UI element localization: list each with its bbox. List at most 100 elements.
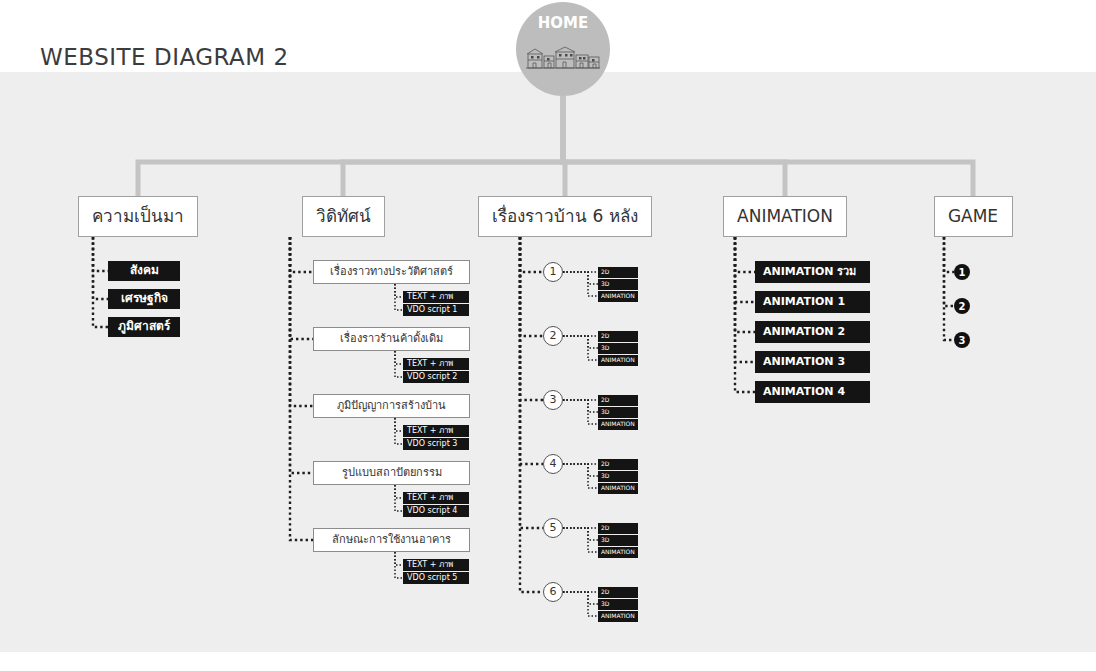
dotted-link — [735, 237, 755, 362]
node-label: รูปแบบสถาปัตยกรรม — [342, 467, 442, 479]
node-label: เรื่องราวทางประวัติศาสตร์ — [330, 266, 453, 278]
view-tag: ANIMATION — [598, 547, 638, 558]
dotted-link — [520, 237, 543, 272]
view-tag: 3D — [598, 407, 638, 418]
node-label: 2D — [601, 269, 609, 276]
dotted-link — [290, 237, 313, 406]
view-tag: 3D — [598, 343, 638, 354]
section-box: เรื่องราวบ้าน 6 หลัง — [478, 196, 652, 237]
section-box: ANIMATION — [723, 196, 847, 237]
view-tag: 2D — [598, 267, 638, 278]
node-label: ANIMATION — [601, 293, 635, 300]
dotted-link — [395, 284, 403, 297]
node-label: VDO script 1 — [407, 306, 457, 315]
view-tag: 2D — [598, 459, 638, 470]
node-label: ANIMATION — [601, 485, 635, 492]
view-tag: 3D — [598, 279, 638, 290]
tree-branch — [563, 96, 973, 196]
section-box: GAME — [934, 196, 1013, 237]
view-tag: ANIMATION — [598, 291, 638, 302]
node-label: วิดิทัศน์ — [316, 207, 371, 226]
view-tag: ANIMATION — [598, 483, 638, 494]
node-label: 2 — [959, 301, 966, 312]
dotted-link — [395, 552, 403, 565]
dotted-link — [735, 237, 755, 332]
node-label: ความเป็นมา — [92, 207, 184, 226]
dotted-link — [93, 237, 108, 271]
dotted-link — [563, 400, 598, 424]
media-tag: VDO script 4 — [403, 505, 469, 517]
view-tag: 2D — [598, 395, 638, 406]
dotted-link — [520, 237, 543, 464]
node-label: สังคม — [130, 264, 159, 277]
dotted-link — [395, 284, 403, 310]
media-tag: TEXT + ภาพ — [403, 559, 469, 571]
node-label: 4 — [550, 458, 557, 470]
dotted-link — [563, 336, 598, 360]
dotted-link — [735, 237, 755, 302]
tree-branch — [343, 96, 563, 196]
node-label: 5 — [550, 522, 557, 534]
dotted-link — [735, 237, 755, 272]
animation-box: ANIMATION 4 — [755, 381, 870, 403]
dotted-link — [944, 237, 954, 306]
dotted-link — [395, 485, 403, 498]
home-circle: HOME — [516, 2, 610, 96]
dotted-link — [563, 592, 598, 604]
home-circle-shape — [516, 2, 610, 96]
node-label: VDO script 3 — [407, 440, 457, 449]
dotted-link — [395, 418, 403, 444]
media-tag: VDO script 3 — [403, 438, 469, 450]
node-label: 3 — [959, 335, 966, 346]
dotted-link — [290, 237, 313, 339]
node-label: 2D — [601, 589, 609, 596]
video-topic-box: รูปแบบสถาปัตยกรรม — [313, 461, 470, 485]
node-label: 2D — [601, 461, 609, 468]
node-label: 3D — [601, 281, 609, 288]
node-label: TEXT + ภาพ — [407, 427, 453, 436]
node-label: ANIMATION — [601, 613, 635, 620]
dotted-link — [290, 237, 313, 473]
house-number-circle: 3 — [543, 390, 563, 410]
media-tag: VDO script 1 — [403, 304, 469, 316]
dotted-link — [520, 237, 543, 592]
view-tag: 3D — [598, 599, 638, 610]
grey-panel — [0, 72, 1096, 652]
building-sketch — [526, 47, 600, 68]
dotted-link — [93, 237, 108, 327]
dotted-link — [395, 552, 403, 578]
node-label: HOME — [538, 15, 588, 32]
view-tag: ANIMATION — [598, 419, 638, 430]
dotted-link — [395, 485, 403, 511]
media-tag: TEXT + ภาพ — [403, 358, 469, 370]
dotted-link — [563, 272, 598, 296]
game-number-dot: 3 — [954, 332, 970, 348]
node-label: ANIMATION — [601, 357, 635, 364]
node-label: TEXT + ภาพ — [407, 561, 453, 570]
animation-box: ANIMATION 3 — [755, 351, 870, 373]
node-label: 3D — [601, 601, 609, 608]
node-label: TEXT + ภาพ — [407, 494, 453, 503]
dotted-link — [563, 272, 598, 284]
dotted-link — [520, 237, 543, 336]
node-label: 1 — [550, 266, 557, 278]
node-label: 2D — [601, 397, 609, 404]
view-tag: 2D — [598, 587, 638, 598]
video-topic-box: เรื่องราวทางประวัติศาสตร์ — [313, 260, 470, 284]
dotted-link — [93, 237, 108, 299]
dotted-link — [563, 400, 598, 412]
house-number-circle: 1 — [543, 262, 563, 282]
node-label: GAME — [948, 207, 998, 226]
dotted-link — [290, 237, 313, 272]
dotted-link — [944, 237, 954, 272]
node-label: VDO script 5 — [407, 574, 457, 583]
node-label: 1 — [959, 267, 966, 278]
node-label: เศรษฐกิจ — [121, 292, 168, 305]
node-label: ภูมิศาสตร์ — [118, 320, 170, 333]
animation-box: ANIMATION รวม — [755, 261, 870, 283]
node-label: เรื่องราวบ้าน 6 หลัง — [492, 207, 638, 226]
media-tag: TEXT + ภาพ — [403, 492, 469, 504]
node-label: 6 — [550, 586, 557, 598]
house-number-circle: 4 — [543, 454, 563, 474]
media-tag: VDO script 2 — [403, 371, 469, 383]
